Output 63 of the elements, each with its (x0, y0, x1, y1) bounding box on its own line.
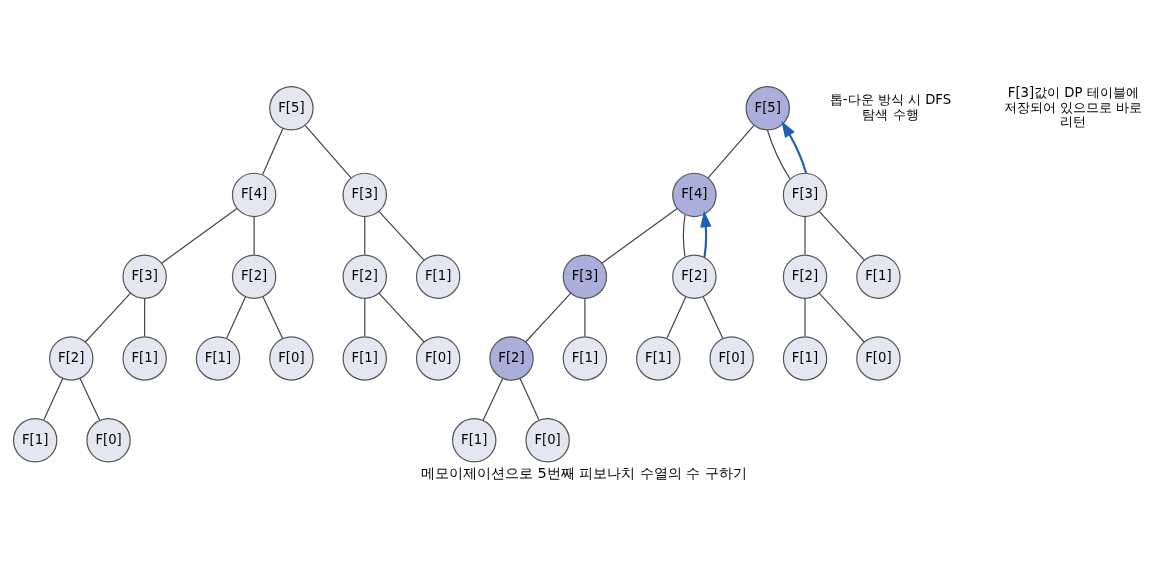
connector (702, 296, 724, 340)
connector (378, 292, 425, 343)
node-circle: F[1] (636, 336, 681, 381)
connector (43, 377, 64, 421)
node-circle: F[1] (782, 336, 828, 381)
node-circle: F[3] (782, 172, 828, 218)
connector (601, 207, 678, 264)
node-circle: F[3] (342, 172, 388, 218)
node-circle: F[0] (269, 336, 314, 381)
node-circle: F[1] (562, 336, 608, 381)
node-circle: F[4] (231, 172, 277, 218)
connector (804, 298, 806, 337)
node-circle: F[1] (451, 418, 497, 463)
node-circle: F[2] (782, 254, 828, 299)
connector (766, 129, 791, 180)
connector (261, 128, 284, 176)
arrow (700, 210, 712, 258)
connector (584, 298, 586, 337)
node-circle: F[1] (12, 418, 58, 463)
connector (804, 216, 806, 256)
node-circle: F[0] (709, 336, 754, 381)
node-circle: F[1] (856, 254, 901, 299)
node-circle: F[1] (342, 336, 388, 381)
connector (304, 124, 352, 179)
node-circle: F[2] (231, 254, 277, 299)
node-circle: F[2] (342, 254, 388, 299)
node-circle: F[5] (269, 86, 314, 131)
node-circle: F[2] (489, 336, 534, 381)
node-circle: F[0] (415, 336, 461, 381)
caption: 메모이제이션으로 5번째 피보나치 수열의 수 구하기 (420, 465, 748, 482)
node-circle: F[1] (122, 336, 167, 381)
node-circle: F[5] (745, 86, 790, 131)
connector (519, 377, 540, 421)
connector (79, 377, 101, 421)
connector (666, 296, 687, 339)
label: 톱-다운 방식 시 DFS 탐색 수행 (829, 92, 952, 122)
connector (253, 216, 255, 256)
node-circle: F[0] (856, 336, 901, 381)
connector (84, 292, 132, 343)
label: F[3]값이 DP 테이블에 저장되어 있으므로 바로 리턴 (1004, 85, 1143, 130)
connector (364, 216, 366, 256)
node-circle: F[3] (562, 254, 608, 299)
node-circle: F[4] (672, 172, 717, 218)
connector (707, 124, 755, 179)
node-circle: F[0] (86, 418, 131, 463)
node-circle: F[1] (195, 336, 241, 381)
connector (161, 207, 238, 264)
connector (226, 296, 247, 339)
node-circle: F[1] (415, 254, 461, 299)
connector (682, 213, 686, 258)
connector (525, 292, 572, 343)
arrow (781, 120, 808, 174)
node-circle: F[3] (122, 254, 167, 299)
node-circle: F[2] (49, 336, 94, 381)
connector (818, 292, 865, 343)
connector (144, 298, 146, 337)
connector (262, 296, 284, 340)
node-circle: F[0] (525, 418, 570, 463)
connector (378, 210, 425, 261)
node-circle: F[2] (672, 254, 717, 299)
connector (364, 298, 366, 337)
connector (818, 210, 865, 261)
connector (482, 377, 504, 421)
